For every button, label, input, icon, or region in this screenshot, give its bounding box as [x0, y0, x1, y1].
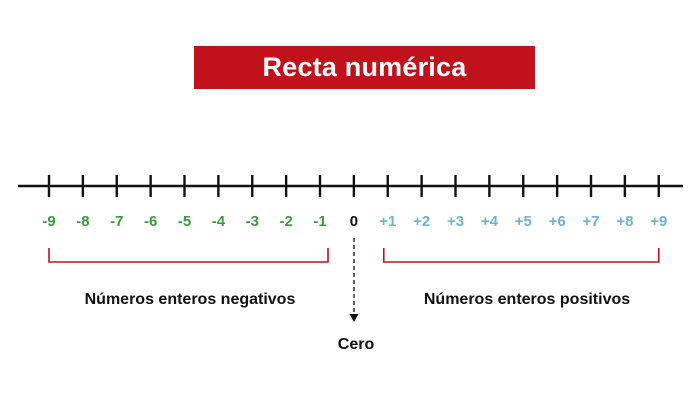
positive-range-bracket [382, 248, 660, 263]
zero-pointer-arrowhead [349, 314, 359, 322]
tick-label-positive: +2 [413, 213, 430, 230]
tick-label-negative: -4 [212, 213, 226, 230]
tick-label-positive: +3 [447, 213, 464, 230]
tick-label-zero: 0 [350, 213, 358, 230]
tick-label-negative: -2 [279, 213, 292, 230]
number-line-ticks [47, 175, 660, 197]
negative-range-bracket [48, 248, 329, 263]
tick-label-negative: -9 [42, 213, 55, 230]
negative-integers-caption: Números enteros negativos [85, 291, 296, 308]
title-banner: Recta numérica [194, 46, 535, 89]
tick-label-positive: +8 [616, 213, 633, 230]
number-line-labels: -9 -8 -7 -6 -5 -4 -3 -2 -1 0 +1 +2 +3 +4 +5 +6 +7 +8 +9 [42, 213, 667, 230]
range-brackets [48, 248, 660, 263]
tick-label-positive: +5 [515, 213, 532, 230]
tick-label-positive: +1 [379, 213, 396, 230]
positive-integers-caption: Números enteros positivos [424, 291, 630, 308]
tick-label-positive: +4 [481, 213, 499, 230]
tick-label-positive: +7 [582, 213, 599, 230]
page-title: Recta numérica [262, 52, 467, 82]
tick-label-negative: -8 [76, 213, 89, 230]
tick-label-negative: -7 [110, 213, 123, 230]
tick-label-negative: -3 [246, 213, 259, 230]
tick-label-negative: -1 [313, 213, 326, 230]
tick-label-positive: +9 [650, 213, 667, 230]
tick-label-positive: +6 [549, 213, 566, 230]
zero-caption: Cero [338, 336, 375, 353]
tick-label-negative: -6 [144, 213, 157, 230]
tick-label-negative: -5 [178, 213, 191, 230]
